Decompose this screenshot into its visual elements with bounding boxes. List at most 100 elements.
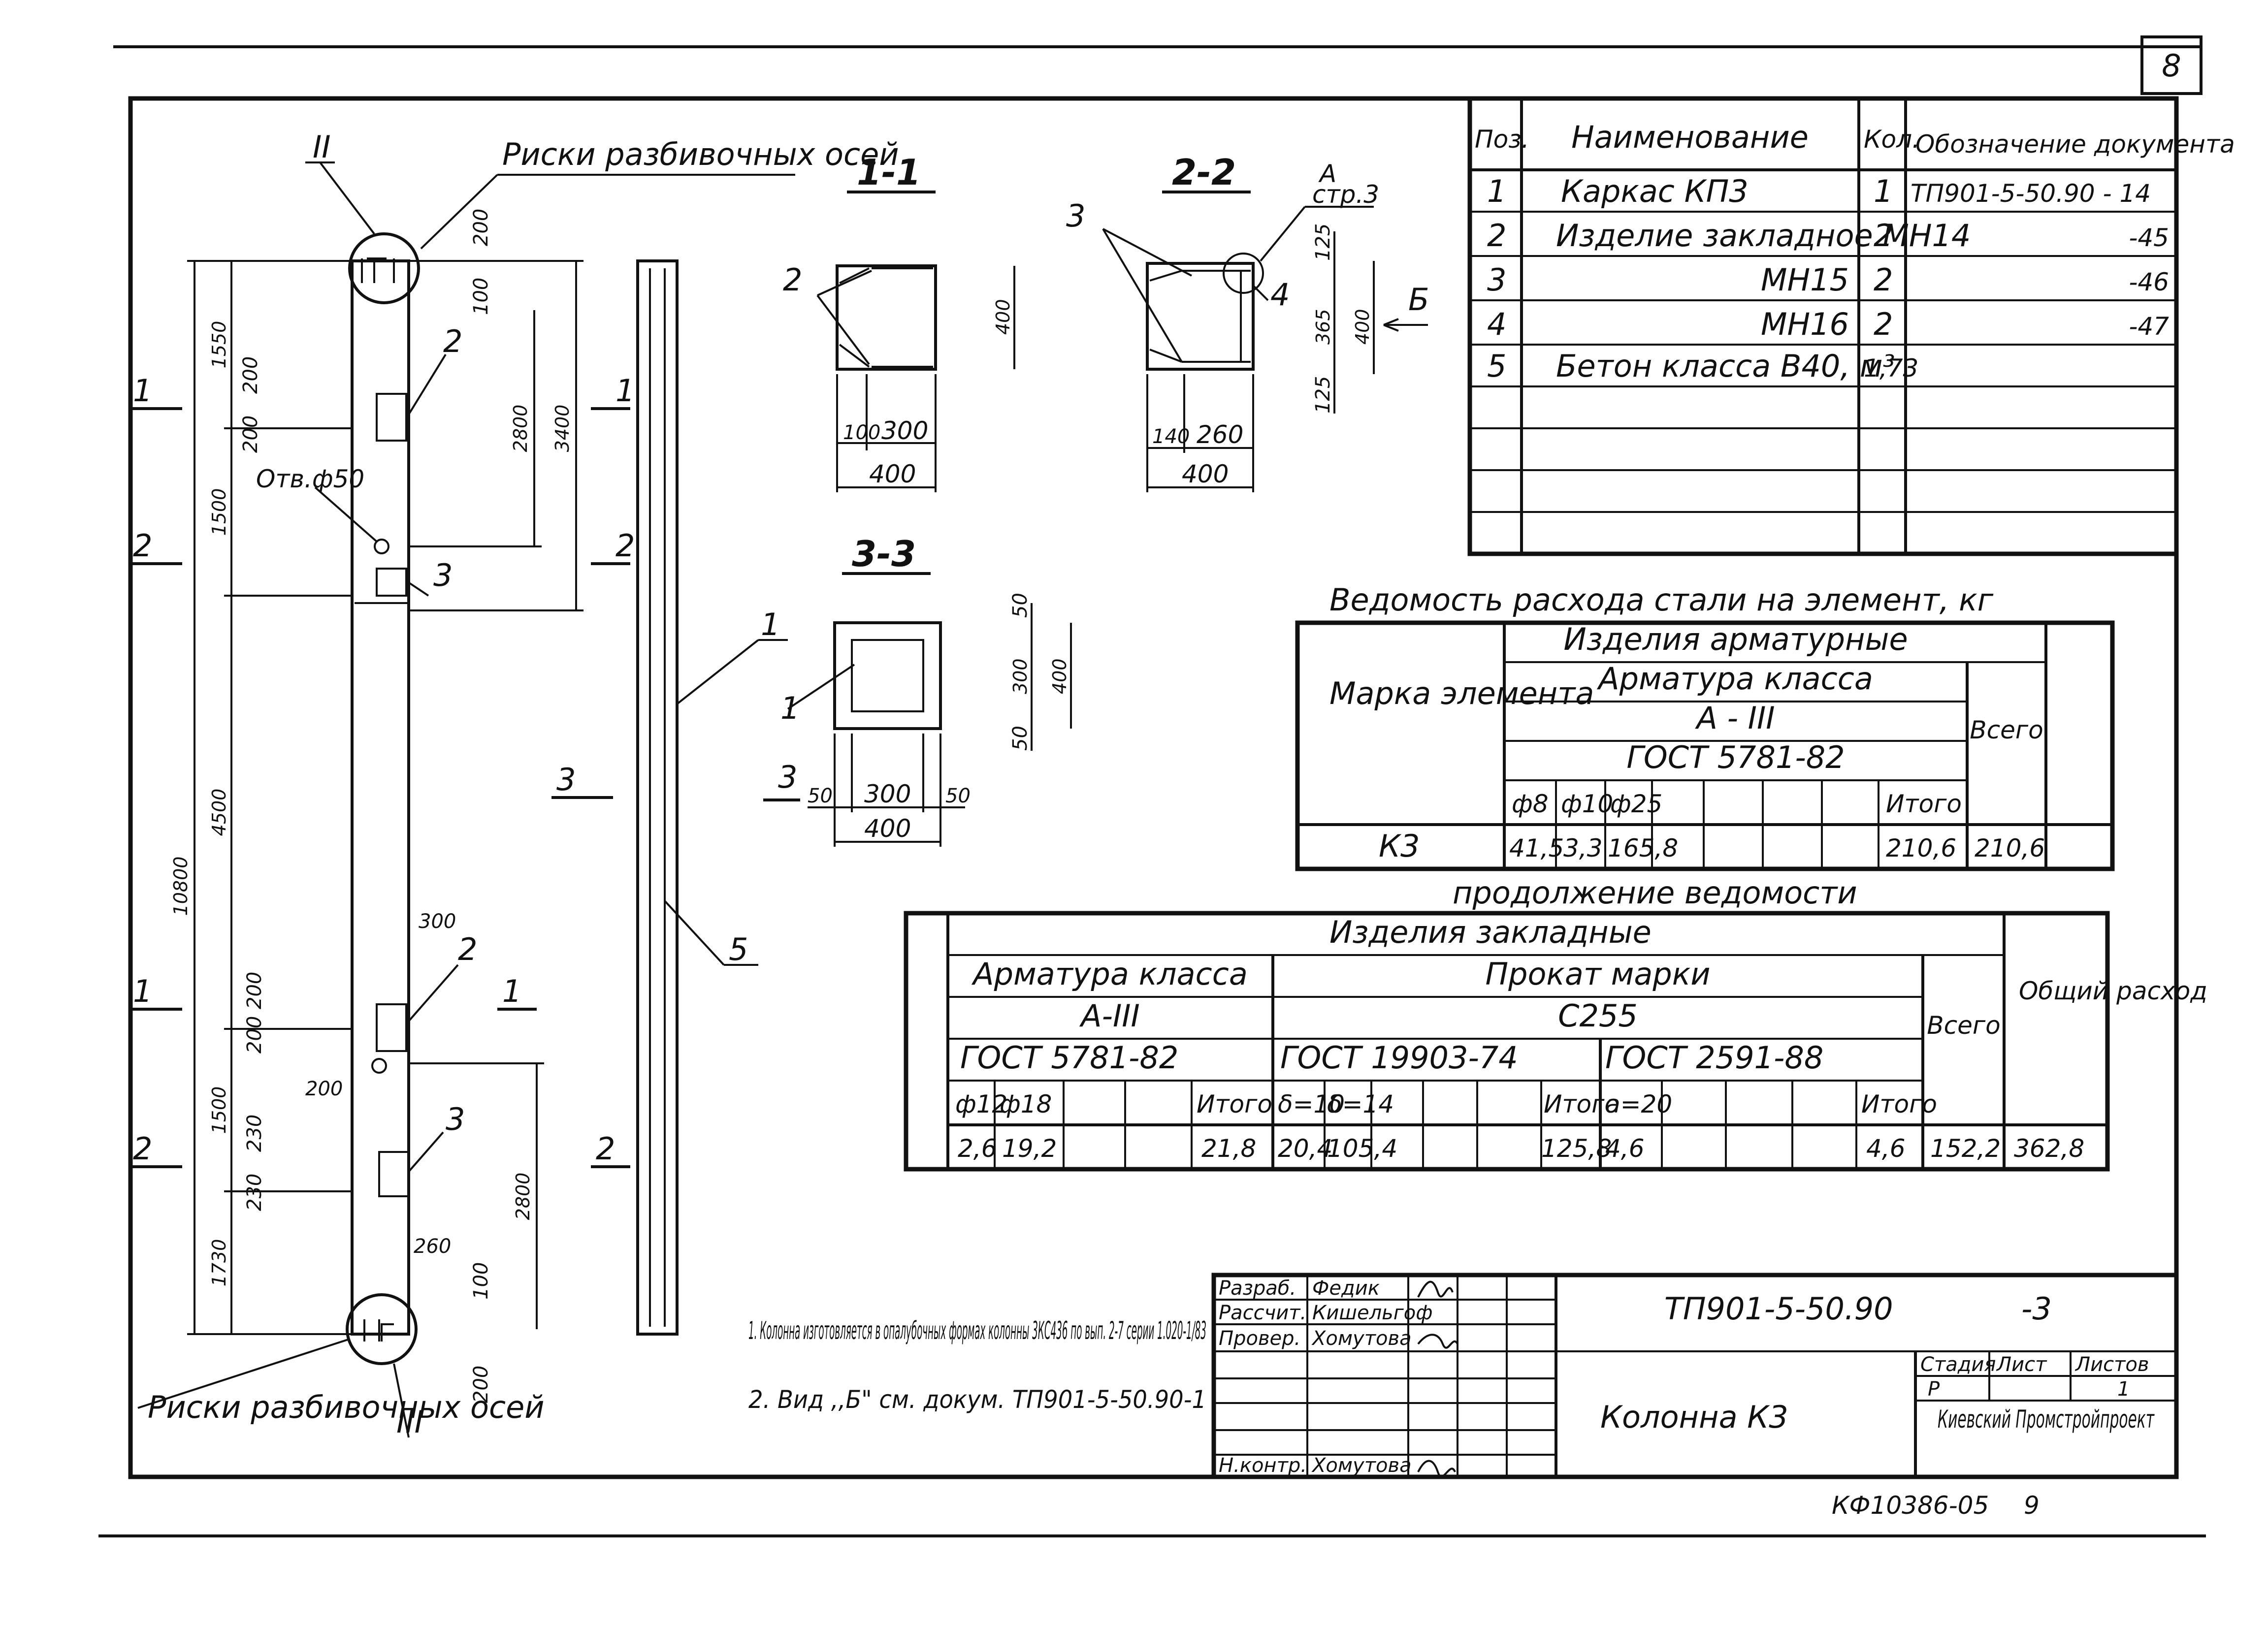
- name-2: Кишельгоф: [1312, 1302, 1432, 1324]
- steel2-group: Изделия закладные: [1329, 914, 1652, 950]
- cut-mark-2-left: 2: [133, 528, 152, 564]
- steel2-col-2: ф18: [1000, 1090, 1052, 1118]
- spec-row: 4 МН16 2 -47: [1487, 306, 2169, 342]
- dim-seg-3: 4500: [208, 789, 230, 836]
- section-2-2-outline: [1146, 262, 1255, 371]
- callout-5: 5: [729, 931, 748, 967]
- section-2-2-leader-2: [1102, 228, 1183, 363]
- steel-row-mark: К3: [1379, 828, 1420, 864]
- section-1-1-embed: [839, 267, 933, 368]
- dim-right-2: 2800: [510, 405, 531, 452]
- steel-group: Изделия арматурные: [1563, 621, 1908, 657]
- steel-mark-header: Марка элемента: [1329, 675, 1594, 711]
- cut-mark-2-left-b: 2: [133, 1131, 152, 1167]
- spec-row: 1 Каркас КП3 1 ТП901-5-50.90 - 14: [1487, 173, 2151, 209]
- spec-header-name: Наименование: [1571, 119, 1809, 155]
- steel2-data-row: 2,6 19,2 21,8 20,4 105,4 125,8 4,6 4,6 1…: [958, 1134, 2084, 1163]
- notes: 1. Колонна изготовляется в опалубочных ф…: [748, 1316, 1206, 1414]
- steel-gost: ГОСТ 5781-82: [1626, 739, 1845, 775]
- steel2-grand: 362,8: [2014, 1134, 2084, 1163]
- side-view-body: [636, 259, 679, 1336]
- steel2-total: 152,2: [1930, 1134, 2001, 1163]
- steel2-col-15: Итого: [1861, 1090, 1937, 1118]
- note-2: 2. Вид ,,Б" см. докум. ТП901-5-50.90-1: [748, 1385, 1206, 1414]
- spec-table: Поз. Наименование Кол. Обозначение докум…: [1467, 96, 2235, 556]
- section-3-3-dim-7: 50: [1009, 726, 1032, 751]
- stage-value: Р: [1928, 1378, 1940, 1401]
- spec-row-3-doc: -46: [2129, 268, 2169, 296]
- steel2-v6: 20,4: [1278, 1134, 1332, 1163]
- section-3-3-cage: [851, 639, 924, 712]
- role-1: Разраб.: [1219, 1277, 1296, 1300]
- callout-leader-5: [664, 900, 725, 966]
- axis-marks-bottom-leader: [137, 1338, 350, 1409]
- spec-row-1-qty: 1: [1874, 173, 1893, 209]
- steel2-rebar-class: А-III: [1079, 998, 1140, 1034]
- spec-row-3-qty: 2: [1874, 262, 1893, 298]
- callout-leader-2b: [405, 964, 459, 1025]
- top-node-circle: [348, 232, 420, 304]
- steel2-v7: 105,4: [1327, 1134, 1397, 1163]
- sheets-header: Листов: [2074, 1353, 2149, 1376]
- steel2-total-header: Всего: [1927, 1011, 2000, 1040]
- section-1-1-dim-3: 400: [869, 460, 916, 488]
- section-1-1-dim-1: 100: [843, 421, 880, 444]
- section-2-2-callout-2: 4: [1270, 277, 1290, 313]
- spec-row-1-name: Каркас КП3: [1561, 173, 1749, 209]
- section-3-3-leader: [787, 664, 855, 710]
- title-block: Разраб. Рассчит. Провер. Н.контр. Федик …: [1211, 1273, 2179, 1479]
- signatures: [1417, 1280, 1458, 1477]
- steel-col-3: ф25: [1610, 790, 1662, 818]
- dim-small-6: 200: [243, 972, 266, 1009]
- cut-mark-2-right: 2: [616, 528, 635, 564]
- section-1-1-outline: [836, 264, 937, 371]
- steel-total-header: Всего: [1970, 716, 2043, 744]
- top-node-leader: [319, 161, 375, 235]
- bottom-code: КФ10386-05: [1832, 1491, 1989, 1520]
- role-3: Провер.: [1219, 1327, 1300, 1350]
- inner-frame: [128, 96, 2179, 1479]
- section-3-3-dim-5: 50: [1009, 593, 1032, 618]
- dim-small-3: 200: [470, 209, 492, 246]
- cut-mark-1-left: 1: [133, 373, 152, 409]
- section-2-2-dim-5: 365: [1312, 309, 1334, 345]
- cut-marks: 1 2 1 2 3 1 2 1 2: [130, 373, 635, 1168]
- dim-small-7: 200: [243, 1016, 266, 1053]
- section-2-2-callout: 3: [1066, 198, 1085, 234]
- steel2-col-6: δ=10: [1278, 1090, 1345, 1118]
- sheet-header: Лист: [1996, 1353, 2047, 1376]
- steel2-col-5: Итого: [1197, 1090, 1272, 1118]
- spec-row-2-qty: 2: [1874, 218, 1893, 254]
- callout-3a: 3: [433, 557, 453, 593]
- dim-small-11: 200: [305, 1078, 343, 1100]
- steel2-rebar-gost: ГОСТ 5781-82: [960, 1040, 1178, 1076]
- section-2-2-embed: [1149, 270, 1251, 363]
- callout-2a: 2: [443, 323, 462, 359]
- bottom-node-label: III: [396, 1404, 423, 1440]
- dim-overall: 10800: [170, 857, 192, 916]
- spec-row-4-doc: -47: [2129, 312, 2169, 341]
- steel2-rolled-mark: С255: [1558, 998, 1638, 1034]
- section-3-3-title: 3-3: [852, 533, 916, 575]
- bottom-node-leader: [393, 1363, 410, 1438]
- hole-label: Отв.ф50: [256, 465, 364, 493]
- steel-row-v1: 41,5: [1509, 834, 1564, 862]
- column-elevation: II Риски разбивочных осей III Риски разб…: [130, 129, 899, 1440]
- dim-seg-4: 1500: [208, 1086, 230, 1134]
- section-1-1-dim-4: 400: [992, 299, 1014, 335]
- steel-row-itogo: 210,6: [1886, 834, 1956, 862]
- steel-row-v2: 3,3: [1563, 834, 1603, 862]
- spec-row-1-pos: 1: [1487, 173, 1506, 209]
- stage-header: Стадия: [1920, 1353, 1996, 1376]
- dim-right-3: 2800: [512, 1173, 534, 1220]
- steel-col-2: ф10: [1561, 790, 1613, 818]
- spec-row-4-name: МН16: [1761, 306, 1849, 342]
- column-body: [351, 259, 410, 1336]
- axis-marks-top-label: Риски разбивочных осей: [502, 136, 899, 172]
- dim-small-8: 230: [243, 1115, 266, 1152]
- steel2-rolled-header: Прокат марки: [1485, 956, 1710, 992]
- embed-item-bottom-2: [378, 1151, 410, 1197]
- spec-row-3-pos: 3: [1487, 262, 1506, 298]
- callout-leader-3a: [405, 580, 429, 597]
- embed-item-bottom-1: [376, 1003, 407, 1052]
